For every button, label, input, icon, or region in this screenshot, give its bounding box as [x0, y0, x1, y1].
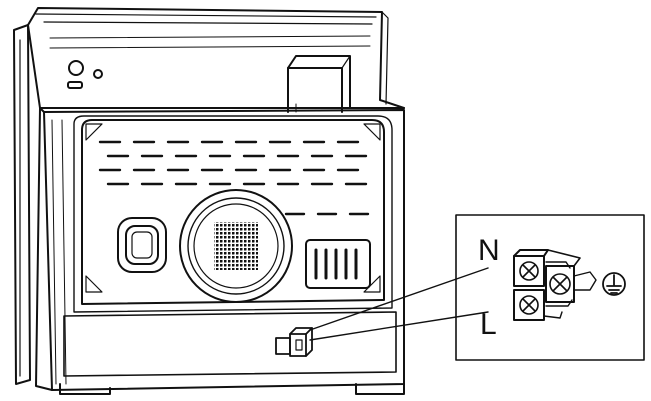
- live-label: L: [480, 308, 497, 341]
- fan-grille: [179, 189, 293, 303]
- port-left: [117, 217, 167, 273]
- oven-body: [13, 7, 405, 395]
- neutral-label: N: [478, 234, 500, 267]
- ground-icon: [602, 272, 626, 296]
- leader-lines: [309, 267, 489, 341]
- terminal-block-small: [275, 327, 313, 357]
- vent-slots: [98, 140, 370, 216]
- terminal-block-detail: [513, 249, 597, 321]
- grid-vent: [305, 239, 371, 289]
- detail-box: [455, 214, 645, 361]
